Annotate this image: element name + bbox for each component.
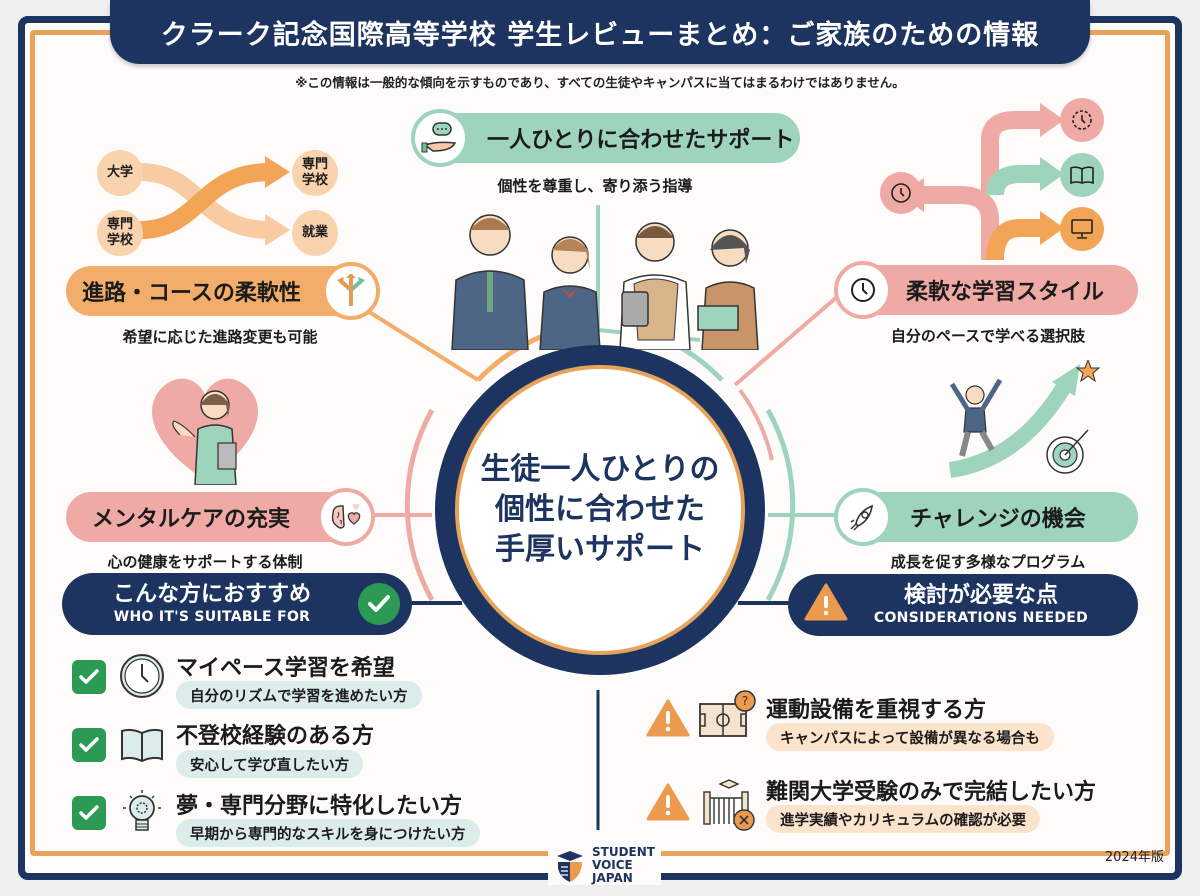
node-vocational-to: 専門 学校 [292, 150, 338, 196]
consideration-item-title: 難関大学受験のみで完結したい方 [766, 780, 1097, 805]
edition-label: 2024年版 [1104, 850, 1164, 865]
center-message: 生徒一人ひとりの 個性に合わせた 手厚いサポート [455, 365, 745, 655]
rocket-icon [834, 488, 892, 546]
svg-text:?: ? [742, 694, 748, 708]
feature-learning-pill: 柔軟な学習スタイル [834, 261, 1138, 319]
student-voice-japan-logo: STUDENT VOICE JAPAN [548, 846, 661, 885]
center-circle: 生徒一人ひとりの 個性に合わせた 手厚いサポート [435, 345, 765, 675]
suitable-item-title: 夢・専門分野に特化したい方 [176, 794, 463, 819]
feature-career-subtitle: 希望に応じた進路変更も可能 [122, 328, 318, 346]
wall-clock-icon [120, 654, 164, 698]
consideration-item-detail: 進学実績やカリキュラムの確認が必要 [766, 805, 1041, 833]
checkbox-icon [72, 796, 106, 830]
warning-icon [646, 699, 690, 737]
feature-mental-pill: メンタルケアの充実 [66, 488, 375, 546]
suitable-header-jp: こんな方におすすめ [112, 582, 311, 607]
helping-hand-chat-icon [411, 109, 469, 167]
logo-line-1: STUDENT [592, 845, 655, 859]
university-gate-x-icon [703, 779, 755, 831]
checkbox-icon [72, 728, 106, 762]
warning-icon [646, 783, 690, 821]
suitable-item-detail: 安心して学び直したい方 [176, 750, 364, 778]
feature-career-title: 進路・コースの柔軟性 [82, 281, 301, 306]
considerations-header-en: CONSIDERATIONS NEEDED [873, 610, 1089, 626]
considerations-header: 検討が必要な点 CONSIDERATIONS NEEDED [788, 574, 1138, 636]
sports-field-question-icon: ? [699, 690, 756, 737]
suitable-item-detail: 自分のリズムで学習を進めたい方 [176, 681, 422, 709]
crossing-arrows-icon [140, 156, 290, 246]
timer-node-icon [1060, 98, 1104, 142]
suitable-header-en: WHO IT'S SUITABLE FOR [113, 609, 311, 625]
split-arrow-icon [322, 262, 380, 320]
feature-learning-title: 柔軟な学習スタイル [906, 280, 1105, 305]
logo-line-2: VOICE [592, 858, 633, 872]
center-line-2: 個性に合わせた [495, 492, 705, 527]
feature-mental-subtitle: 心の健康をサポートする体制 [107, 553, 303, 571]
suitable-item-detail: 早期から専門的なスキルを身につけたい方 [176, 819, 480, 847]
feature-support-pill: 一人ひとりに合わせたサポート [411, 109, 800, 167]
center-line-3: 手厚いサポート [495, 532, 705, 567]
lightbulb-gear-icon [123, 790, 161, 831]
feature-learning-subtitle: 自分のペースで学べる選択肢 [890, 327, 1086, 345]
node-vocational-from: 専門 学校 [97, 210, 143, 256]
suitable-item-title: 不登校経験のある方 [176, 724, 375, 749]
logo-line-3: JAPAN [592, 871, 633, 885]
consideration-item-detail: キャンパスによって設備が異なる場合も [766, 723, 1054, 751]
page-title: クラーク記念国際高等学校 学生レビューまとめ：ご家族のための情報 [110, 0, 1090, 64]
clock-icon [834, 261, 892, 319]
considerations-header-jp: 検討が必要な点 [903, 583, 1058, 608]
node-employment: 就業 [292, 210, 338, 256]
book-icon [121, 728, 163, 763]
suitable-item-title: マイペース学習を希望 [176, 656, 395, 681]
feature-career-pill: 進路・コースの柔軟性 [66, 262, 380, 320]
center-line-1: 生徒一人ひとりの [480, 452, 720, 487]
graduation-shield-icon [557, 850, 583, 882]
book-node-icon [1060, 153, 1104, 197]
check-circle-icon [358, 583, 400, 625]
feature-support-title: 一人ひとりに合わせたサポート [487, 128, 795, 153]
disclaimer-note: ※この情報は一般的な傾向を示すものであり、すべての生徒やキャンパスに当てはまるわ… [295, 75, 905, 90]
consideration-item-title: 運動設備を重視する方 [766, 698, 987, 723]
growth-illustration [930, 360, 1100, 480]
clock-node-icon [880, 172, 922, 214]
node-university: 大学 [97, 150, 143, 196]
feature-mental-title: メンタルケアの充実 [92, 507, 291, 532]
staff-students-illustration [440, 200, 770, 350]
checkbox-icon [72, 660, 106, 694]
counselor-heart-illustration [140, 365, 270, 485]
warning-icon [804, 583, 848, 621]
feature-challenge-title: チャレンジの機会 [910, 507, 1086, 532]
feature-support-subtitle: 個性を尊重し、寄り添う指導 [497, 177, 693, 195]
feature-challenge-pill: チャレンジの機会 [834, 488, 1138, 546]
suitable-header: こんな方におすすめ WHO IT'S SUITABLE FOR [62, 573, 412, 635]
feature-challenge-subtitle: 成長を促す多様なプログラム [890, 553, 1086, 571]
computer-node-icon [1060, 207, 1104, 251]
brain-heart-icon [317, 488, 375, 546]
